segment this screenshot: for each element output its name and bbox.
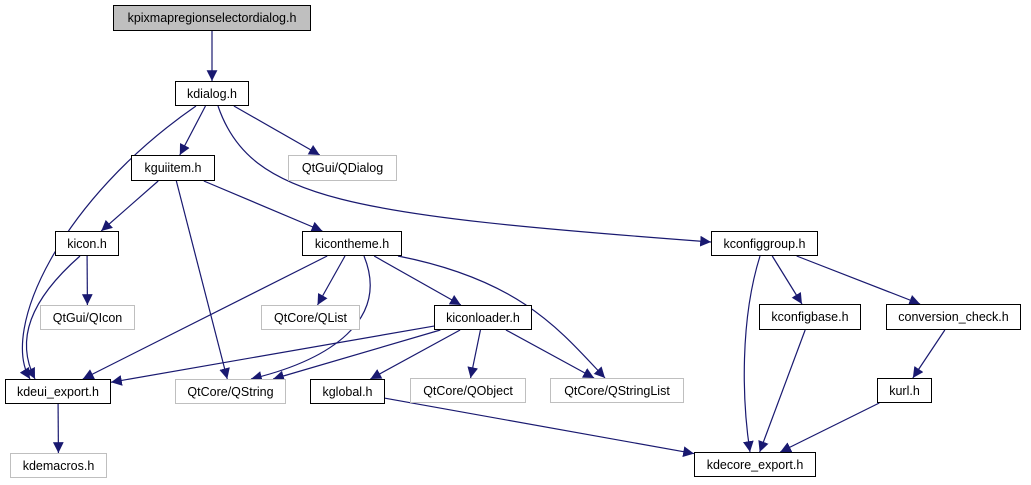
edge-kicontheme-to-qlist xyxy=(316,255,346,306)
edge-kdialog-to-kdeui_export xyxy=(19,105,197,380)
edge-kiconloader-to-qstring xyxy=(272,329,441,382)
node-kicontheme[interactable]: kicontheme.h xyxy=(302,231,402,256)
node-qtcore-qstring: QtCore/QString xyxy=(175,379,286,404)
node-kconfiggroup[interactable]: kconfiggroup.h xyxy=(711,231,818,256)
edge-kguiitem-to-qstring xyxy=(175,180,230,380)
node-kconfigbase[interactable]: kconfigbase.h xyxy=(759,304,861,330)
edge-conversion_check-to-kurl xyxy=(912,329,946,379)
node-kiconloader[interactable]: kiconloader.h xyxy=(434,305,532,330)
node-kicon[interactable]: kicon.h xyxy=(55,231,119,256)
edge-kicontheme-to-kiconloader xyxy=(373,255,462,306)
node-qtcore-qstringlist: QtCore/QStringList xyxy=(550,378,684,403)
edge-kiconloader-to-qstringlist xyxy=(505,329,595,379)
node-conversion-check[interactable]: conversion_check.h xyxy=(886,304,1021,330)
node-kdemacros: kdemacros.h xyxy=(10,453,107,478)
node-kglobal[interactable]: kglobal.h xyxy=(310,379,385,404)
node-kurl[interactable]: kurl.h xyxy=(877,378,932,403)
node-kguiitem[interactable]: kguiitem.h xyxy=(131,155,215,181)
edge-kdialog-to-kconfiggroup xyxy=(217,105,712,247)
node-qtgui-qdialog: QtGui/QDialog xyxy=(288,155,397,181)
edge-kiconloader-to-kglobal xyxy=(370,329,461,380)
edge-kicontheme-to-kdeui_export xyxy=(82,255,328,380)
node-kdeui-export[interactable]: kdeui_export.h xyxy=(5,379,111,404)
node-qtcore-qobject: QtCore/QObject xyxy=(410,378,526,403)
node-kdecore-export[interactable]: kdecore_export.h xyxy=(694,452,816,477)
node-kdialog[interactable]: kdialog.h xyxy=(175,81,249,106)
edge-kconfiggroup-to-conversion_check xyxy=(796,255,921,306)
node-kpixmapregionselectordialog[interactable]: kpixmapregionselectordialog.h xyxy=(113,5,311,31)
edge-kguiitem-to-kicontheme xyxy=(203,180,323,232)
edge-kguiitem-to-kicon xyxy=(100,180,159,232)
edge-kicon-to-kdeui_export xyxy=(25,255,81,380)
edge-kglobal-to-kdecore_export xyxy=(384,397,695,457)
edge-kconfigbase-to-kdecore_export xyxy=(758,329,806,453)
edge-kurl-to-kdecore_export xyxy=(779,402,880,453)
edge-kconfiggroup-to-kconfigbase xyxy=(771,255,803,305)
edge-kiconloader-to-qobject xyxy=(467,329,482,379)
node-qtgui-qicon: QtGui/QIcon xyxy=(40,305,135,330)
node-qtcore-qlist: QtCore/QList xyxy=(261,305,360,330)
edge-kdialog-to-kguiitem xyxy=(179,105,206,156)
edge-kdialog-to-qdialog xyxy=(233,105,321,156)
edge-kconfiggroup-to-kdecore_export xyxy=(743,255,761,453)
edge-kiconloader-to-kdeui_export xyxy=(110,325,435,386)
